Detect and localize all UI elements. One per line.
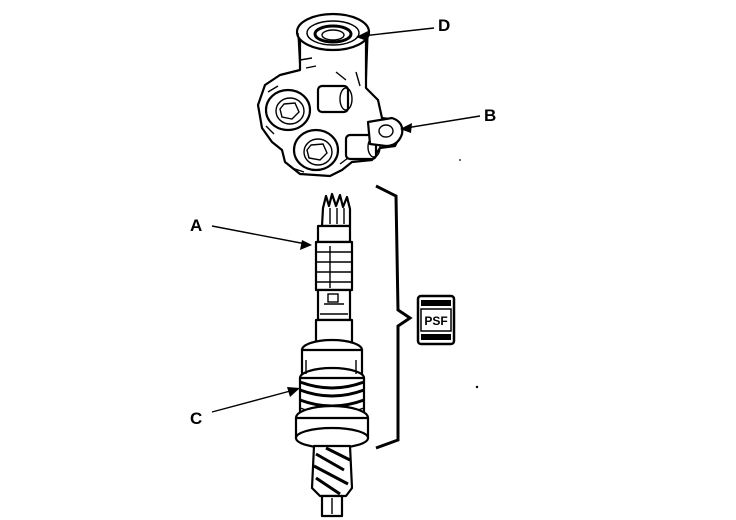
callout-a: A [190,216,202,235]
callout-d: D [438,16,450,35]
valve-shaft [314,192,354,348]
valve-body [256,12,404,178]
speck [475,385,479,389]
seal-ring-assembly [294,338,370,450]
callout-b: B [484,106,496,125]
psf-badge: PSF [416,294,456,346]
grouping-bracket [375,184,413,450]
psf-label: PSF [424,314,447,328]
pinion-gear [310,444,354,518]
callout-leaders [211,27,481,413]
callout-c: C [190,409,202,428]
speck [459,159,461,161]
